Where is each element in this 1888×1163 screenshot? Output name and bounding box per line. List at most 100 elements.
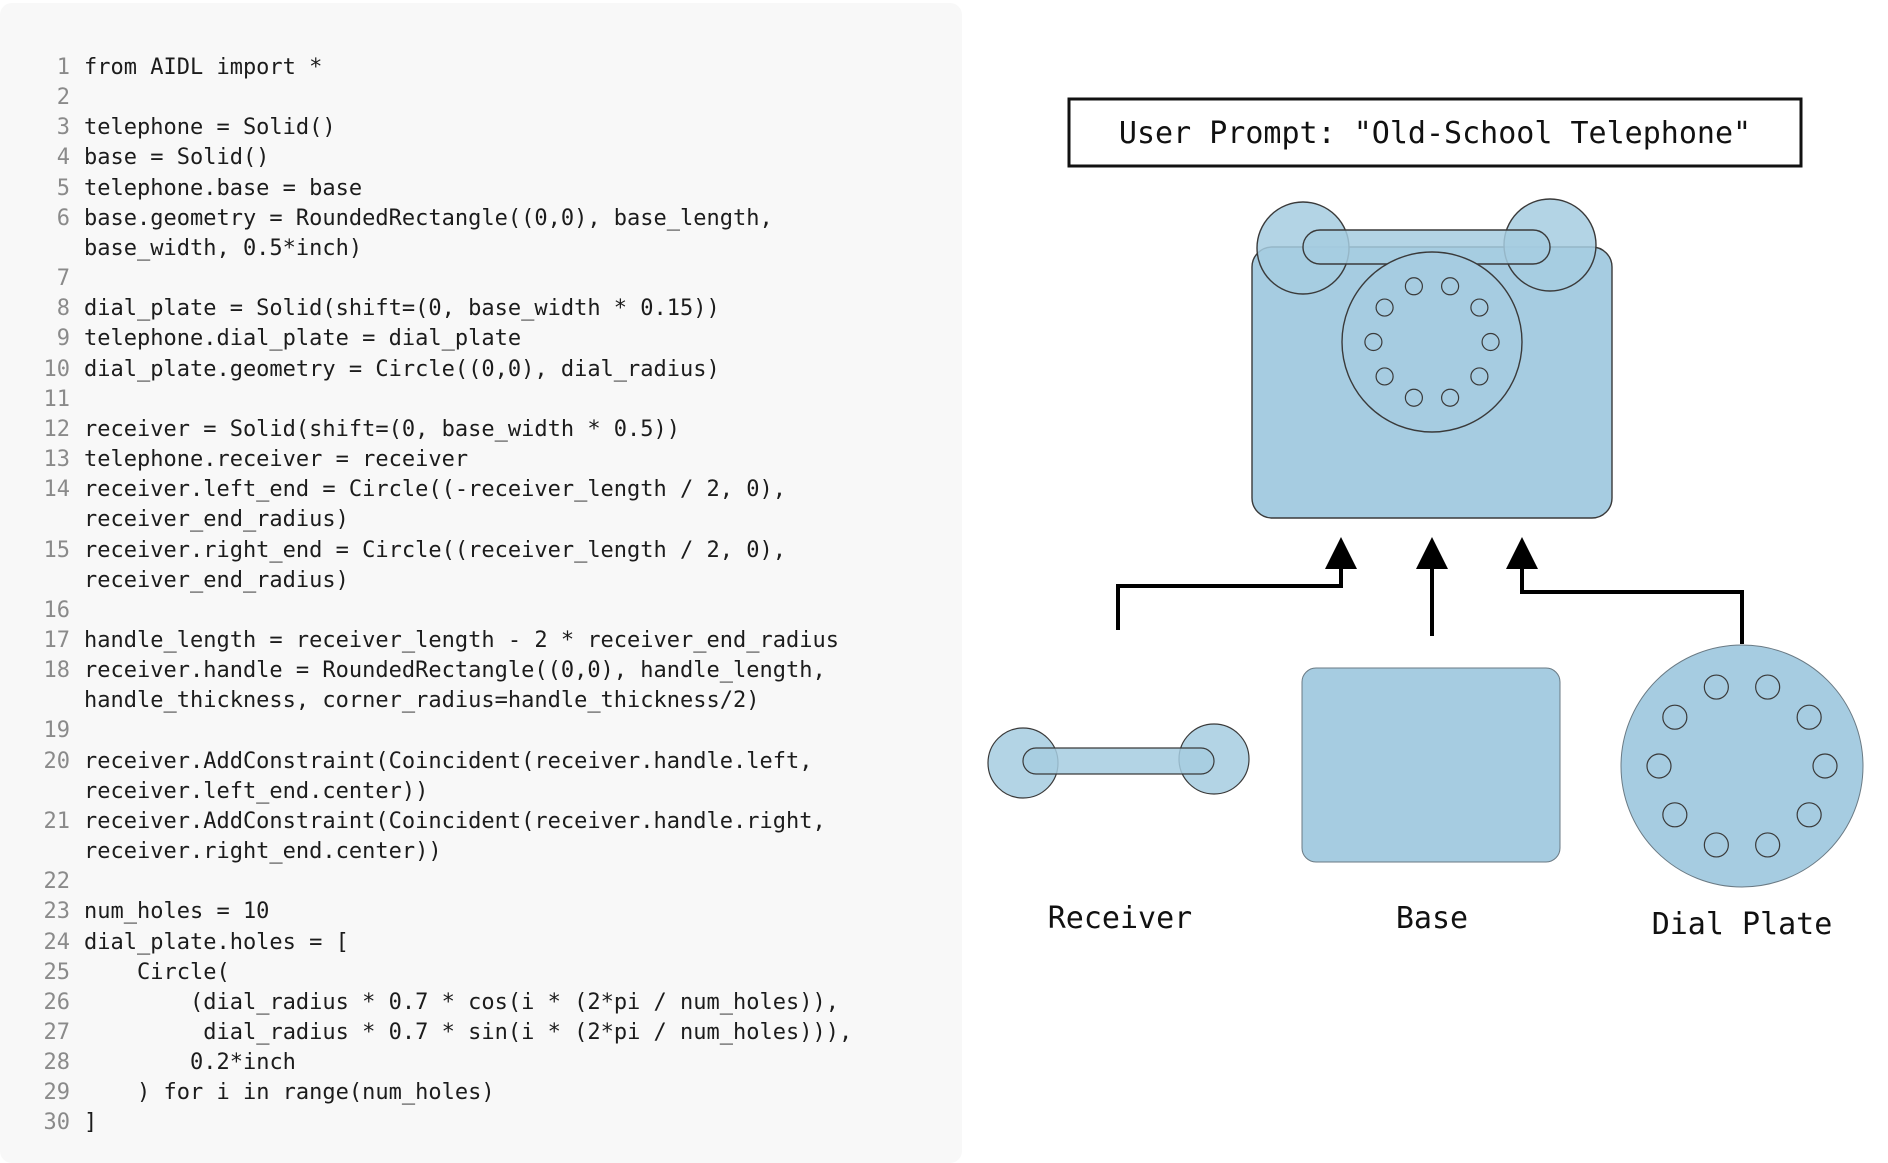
code-line: 9 telephone.dial_plate = dial_plate — [0, 324, 960, 354]
line-number: 20 — [43, 748, 71, 774]
code-text: telephone.dial_plate = dial_plate — [84, 326, 522, 352]
dial-hole — [1796, 704, 1822, 730]
code-line: 12 receiver = Solid(shift=(0, base_width … — [0, 415, 960, 445]
line-number: 25 — [43, 959, 71, 985]
code-line: 8 dial_plate = Solid(shift=(0, base_width… — [0, 294, 960, 324]
code-line: 19 — [0, 716, 960, 746]
code-text: dial_plate = Solid(shift=(0, base_width … — [84, 296, 720, 322]
code-line: 13 telephone.receiver = receiver — [0, 445, 960, 475]
code-text: base.geometry = RoundedRectangle((0,0), … — [84, 205, 773, 261]
code-text: base = Solid() — [84, 145, 270, 171]
dial-hole — [1662, 802, 1688, 828]
line-number: 26 — [43, 989, 71, 1015]
line-number: 10 — [43, 356, 71, 382]
dial-hole — [1470, 298, 1489, 317]
code-text: num_holes = 10 — [84, 899, 270, 925]
assembly-arrows — [1116, 537, 1744, 644]
line-number: 17 — [43, 627, 71, 653]
code-text: receiver.AddConstraint(Coincident(receiv… — [84, 808, 826, 865]
line-number: 2 — [56, 85, 70, 111]
code-line: 7 — [0, 264, 960, 294]
line-number: 5 — [56, 175, 70, 201]
dial-hole — [1796, 802, 1822, 828]
base-shape — [1301, 667, 1561, 863]
code-text: telephone.base = base — [84, 175, 363, 201]
user-prompt-box: User Prompt: "Old-School Telephone" — [1067, 97, 1803, 168]
code-line: 21 receiver.AddConstraint(Coincident(rece… — [0, 807, 960, 867]
receiver-label: Receiver — [1048, 901, 1193, 936]
receiver-handle — [1022, 747, 1215, 775]
assembled-telephone — [1251, 198, 1613, 519]
dial-hole — [1662, 704, 1688, 730]
dial-hole — [1646, 753, 1672, 779]
receiver-arrow — [1116, 537, 1357, 630]
dial-hole — [1404, 388, 1423, 407]
dial-hole — [1755, 674, 1781, 700]
line-number: 12 — [43, 416, 71, 442]
line-number: 6 — [56, 205, 70, 231]
dial-hole — [1481, 332, 1500, 352]
user-prompt-frame — [1067, 97, 1803, 168]
code-text: handle_length = receiver_length - 2 * re… — [84, 627, 839, 653]
code-text: receiver.AddConstraint(Coincident(receiv… — [84, 748, 813, 804]
line-number: 24 — [43, 929, 71, 955]
code-text: from AIDL import * — [84, 55, 323, 80]
receiver-part — [987, 723, 1250, 799]
code-text: Circle( — [84, 959, 230, 985]
dial-plate-shape — [1620, 644, 1864, 888]
dial-plate-holes — [1646, 674, 1838, 858]
dial-hole — [1703, 832, 1729, 858]
code-text: dial_plate.geometry = Circle((0,0), dial… — [84, 356, 720, 382]
dial-hole — [1812, 753, 1838, 779]
code-line: 29 ) for i in range(num_holes) — [0, 1078, 960, 1108]
dial-hole — [1404, 277, 1423, 296]
line-number: 19 — [43, 718, 71, 744]
line-number: 8 — [56, 296, 70, 322]
line-number: 4 — [56, 145, 70, 171]
line-number: 15 — [43, 537, 71, 563]
code-line: 4 base = Solid() — [0, 143, 960, 173]
code-line: 17 handle_length = receiver_length - 2 * … — [0, 626, 960, 656]
base-part — [1301, 667, 1561, 863]
code-text: dial_plate.holes = [ — [84, 929, 349, 955]
code-line: 22 — [0, 867, 960, 897]
line-number: 7 — [56, 266, 70, 292]
line-number: 21 — [43, 808, 71, 834]
dial-hole — [1375, 367, 1394, 386]
user-prompt-text: User Prompt: "Old-School Telephone" — [1119, 116, 1751, 151]
code-text: 0.2*inch — [84, 1050, 296, 1076]
line-number: 9 — [56, 326, 70, 352]
code-text: receiver = Solid(shift=(0, base_width * … — [84, 416, 681, 442]
line-number: 13 — [43, 447, 71, 473]
dial-hole — [1441, 388, 1460, 407]
code-text: receiver.left_end = Circle((-receiver_le… — [84, 477, 786, 533]
line-number: 22 — [43, 869, 71, 895]
code-text: dial_radius * 0.7 * sin(i * (2*pi / num_… — [84, 1020, 853, 1045]
line-number: 1 — [56, 55, 70, 80]
line-number: 28 — [43, 1050, 71, 1076]
code-line: 30] — [0, 1108, 960, 1138]
code-text: telephone.receiver = receiver — [84, 447, 469, 473]
dial-plate-arrow — [1506, 537, 1744, 644]
code-text: ) for i in range(num_holes) — [84, 1080, 495, 1106]
assembled-dial-holes — [1364, 277, 1500, 407]
base-label: Base — [1396, 901, 1468, 936]
dial-hole — [1755, 832, 1781, 858]
dial-hole — [1364, 332, 1383, 352]
assembled-dial-plate — [1341, 251, 1523, 433]
dial-hole — [1375, 298, 1394, 317]
code-text: ] — [84, 1110, 98, 1136]
code-line: 20 receiver.AddConstraint(Coincident(rece… — [0, 747, 960, 807]
code-line: 28 0.2*inch — [0, 1048, 960, 1078]
code-line: 27 dial_radius * 0.7 * sin(i * (2*pi / n… — [0, 1018, 960, 1048]
code-text: telephone = Solid() — [84, 115, 336, 141]
code-line: 16 — [0, 596, 960, 626]
